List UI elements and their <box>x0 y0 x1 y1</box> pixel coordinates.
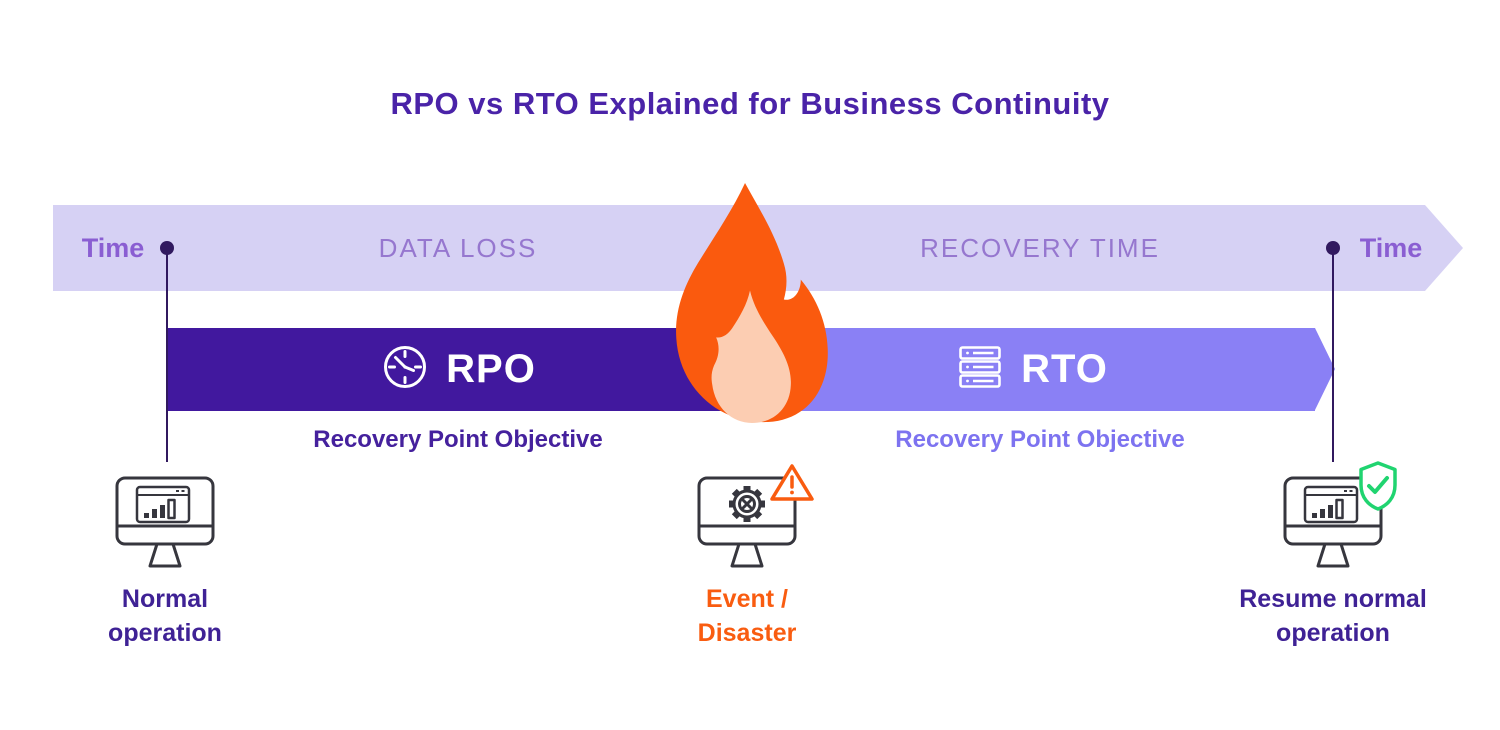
data-loss-label: DATA LOSS <box>378 232 538 263</box>
rto-full-label: Recovery Point Objective <box>895 426 1185 453</box>
flame-icon <box>668 183 832 432</box>
stage-label-normal-operation: Normal operation <box>108 585 222 647</box>
monitor-chart-icon <box>1281 474 1385 570</box>
monitor-gear-icon <box>695 474 799 570</box>
connector-line-right <box>1332 252 1334 462</box>
shield-check-icon <box>1355 460 1401 517</box>
timeline-arrow-tip <box>1425 205 1463 291</box>
rpo-abbr: RPO <box>446 347 536 391</box>
page-title: RPO vs RTO Explained for Business Contin… <box>390 86 1110 121</box>
time-label-right: Time <box>1359 232 1423 263</box>
monitor-chart-icon <box>113 474 217 570</box>
rpo-full-label: Recovery Point Objective <box>313 426 603 453</box>
connector-line-left <box>166 252 168 462</box>
stage-label-event-disaster: Event / Disaster <box>697 585 797 647</box>
timeline-marker-dot-right <box>1326 241 1340 255</box>
rto-abbr: RTO <box>1021 347 1108 391</box>
rto-bar-arrow-tip <box>1315 328 1335 410</box>
stage-label-resume-normal-operation: Resume normal operation <box>1239 585 1427 647</box>
recovery-time-label: RECOVERY TIME <box>920 232 1160 263</box>
clock-icon <box>382 344 428 395</box>
rpo-bar: RPO <box>168 328 750 411</box>
timeline-marker-dot-left <box>160 241 174 255</box>
server-stack-icon <box>957 344 1003 395</box>
rto-bar: RTO <box>750 328 1315 411</box>
time-label-left: Time <box>81 232 145 263</box>
warning-triangle-icon <box>768 461 816 510</box>
